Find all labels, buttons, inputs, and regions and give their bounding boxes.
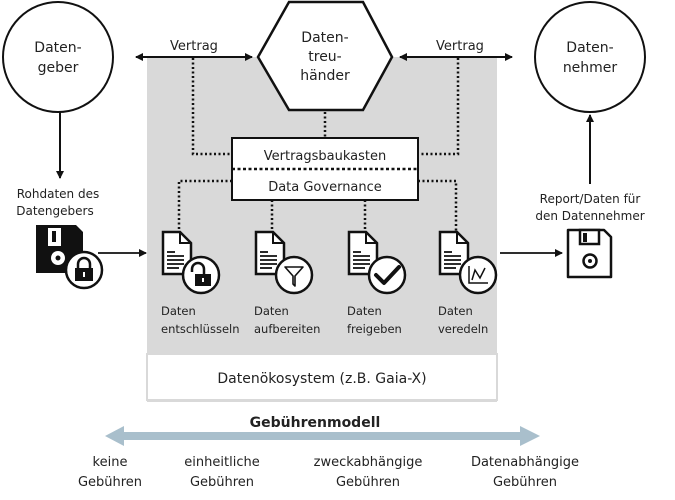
contract-right: Vertrag (399, 39, 513, 61)
svg-text:händer: händer (300, 68, 350, 84)
svg-text:Gebühren: Gebühren (336, 475, 400, 490)
document-icon (161, 230, 193, 276)
step-label-line1: Daten (347, 304, 382, 318)
process-step: Daten aufbereiten (254, 230, 320, 336)
raw-data-label-1: Rohdaten des (17, 187, 99, 201)
step-label-line1: Daten (254, 304, 289, 318)
svg-text:geber: geber (38, 60, 79, 76)
fee-model-title: Gebührenmodell (250, 415, 381, 431)
chart-icon (458, 255, 498, 295)
filter-icon (274, 255, 314, 295)
process-step: Daten veredeln (438, 230, 498, 336)
step-label-line2: freigeben (347, 322, 402, 336)
fee-model-arrow (105, 426, 540, 446)
dotted-connectors (177, 58, 460, 232)
svg-text:Vertrag: Vertrag (436, 39, 484, 54)
svg-text:Daten-: Daten- (34, 40, 81, 56)
ecosystem-label-box (146, 353, 498, 401)
data-trustee-node: Daten- treu- händer (256, 0, 394, 112)
svg-text:keine: keine (93, 455, 128, 470)
step-label-line2: entschlüsseln (161, 322, 240, 336)
toolbox-box: Vertragsbaukasten Data Governance (231, 137, 419, 201)
floppy-disk-locked-icon (36, 225, 104, 290)
data-recipient-node: Daten- nehmer (534, 1, 646, 113)
ecosystem-panel (147, 57, 497, 402)
step-label-line1: Daten (161, 304, 196, 318)
svg-text:einheitliche: einheitliche (184, 455, 259, 470)
step-label-line2: veredeln (438, 322, 488, 336)
svg-text:Gebühren: Gebühren (78, 475, 142, 490)
contract-left: Vertrag (135, 39, 253, 61)
svg-text:zweckabhängige: zweckabhängige (314, 455, 423, 470)
svg-text:Gebühren: Gebühren (190, 475, 254, 490)
ecosystem-label: Datenökosystem (z.B. Gaia-X) (217, 371, 426, 387)
process-step: Daten freigeben (347, 230, 407, 336)
svg-text:Vertrag: Vertrag (170, 39, 218, 54)
report-label-2: den Datennehmer (535, 209, 644, 223)
step-label-line1: Daten (438, 304, 473, 318)
svg-text:Gebühren: Gebühren (493, 475, 557, 490)
floppy-disk-icon (566, 228, 613, 279)
process-step: Daten entschlüsseln (161, 230, 240, 336)
raw-data-label-2: Datengebers (16, 204, 93, 218)
svg-text:Datenabhängige: Datenabhängige (471, 455, 579, 470)
toolbox-contract-kit: Vertragsbaukasten (264, 149, 387, 164)
document-icon (347, 230, 379, 276)
document-icon (254, 230, 286, 276)
data-provider-node: Daten- geber (2, 1, 114, 113)
document-icon (438, 230, 470, 276)
checkmark-icon (367, 255, 407, 295)
svg-text:nehmer: nehmer (563, 60, 618, 76)
svg-text:Daten-: Daten- (566, 40, 613, 56)
svg-text:Daten-: Daten- (301, 30, 348, 46)
step-label-line2: aufbereiten (254, 322, 320, 336)
unlock-icon (181, 255, 221, 295)
svg-text:treu-: treu- (308, 49, 341, 65)
report-label-1: Report/Daten für (540, 192, 641, 206)
toolbox-data-governance: Data Governance (268, 180, 382, 195)
